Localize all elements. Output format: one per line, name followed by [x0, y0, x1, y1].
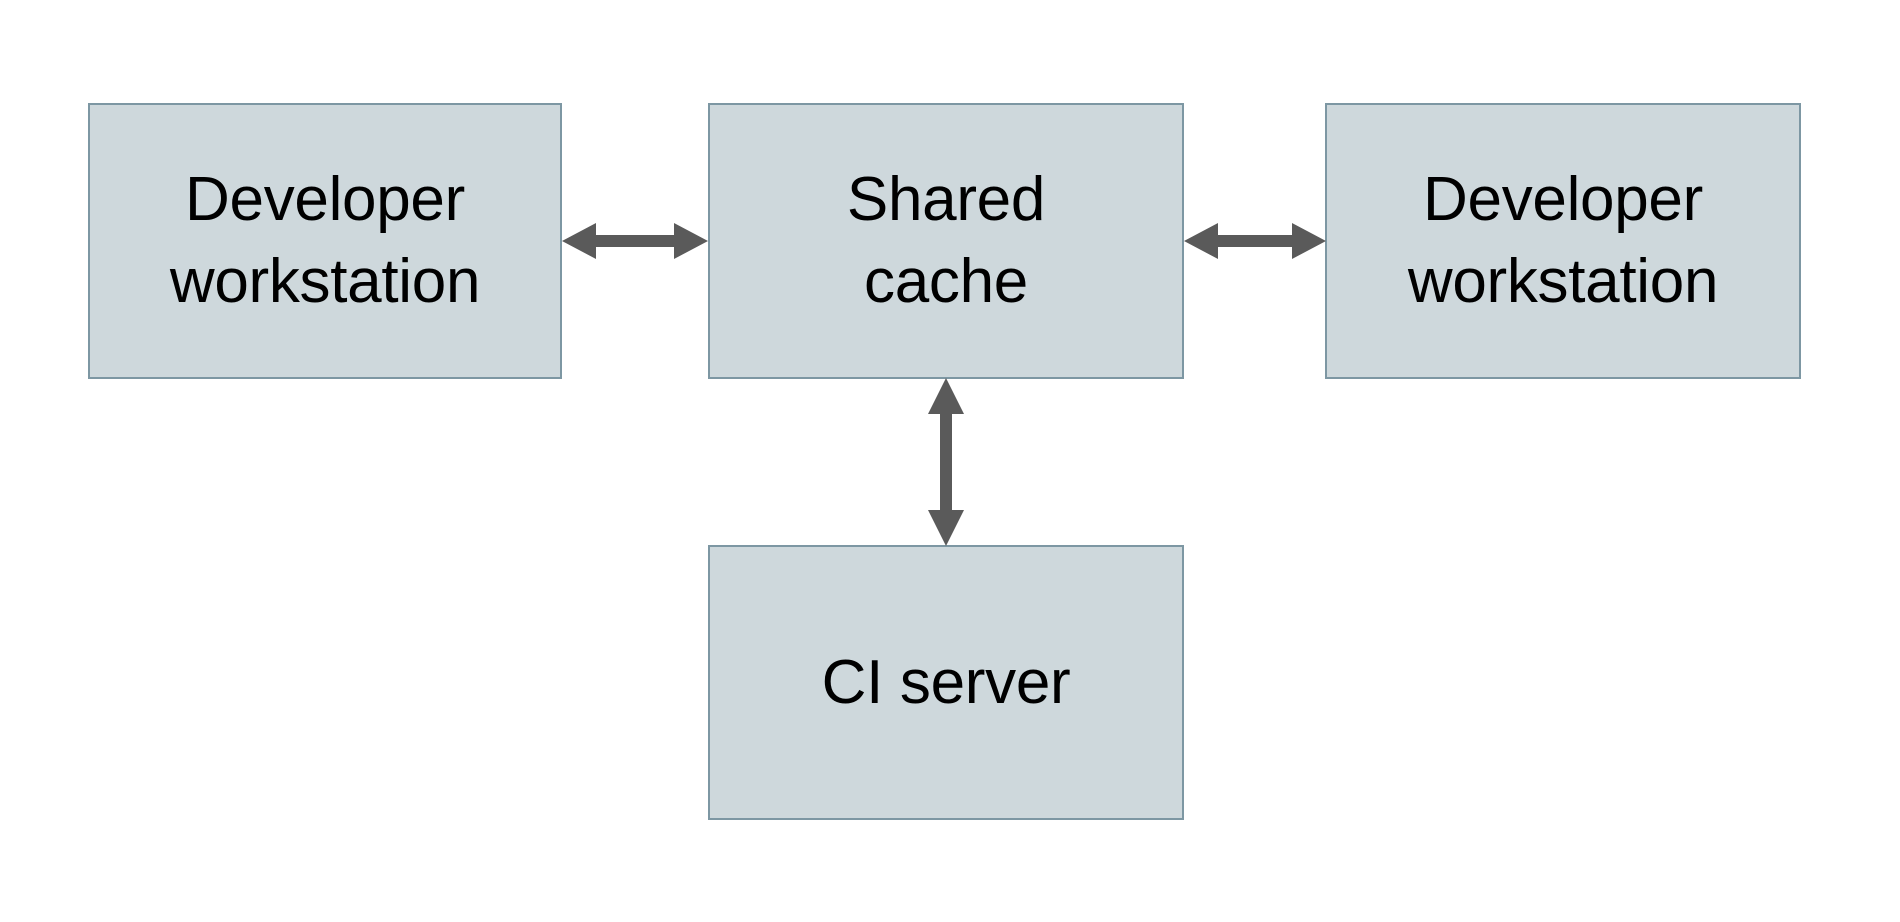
node-ci-server[interactable]: CI server — [708, 545, 1184, 820]
node-shared-cache[interactable]: Shared cache — [708, 103, 1184, 379]
node-label-developer-workstation-right: Developer workstation — [1407, 165, 1719, 316]
double-arrow-icon-horizontal-left — [562, 223, 708, 259]
node-label-shared-cache: Shared cache — [846, 165, 1046, 316]
node-label-developer-workstation-left: Developer workstation — [169, 165, 481, 316]
node-developer-workstation-right[interactable]: Developer workstation — [1325, 103, 1801, 379]
node-label-ci-server: CI server — [821, 647, 1071, 717]
node-developer-workstation-left[interactable]: Developer workstation — [88, 103, 562, 379]
connector-shared-cache-to-right-workstation — [1182, 211, 1328, 271]
connector-ci-server-to-shared-cache — [916, 376, 976, 548]
connector-left-workstation-to-shared-cache — [560, 211, 710, 271]
double-arrow-icon-vertical — [928, 378, 964, 546]
double-arrow-icon-horizontal-right — [1184, 223, 1326, 259]
